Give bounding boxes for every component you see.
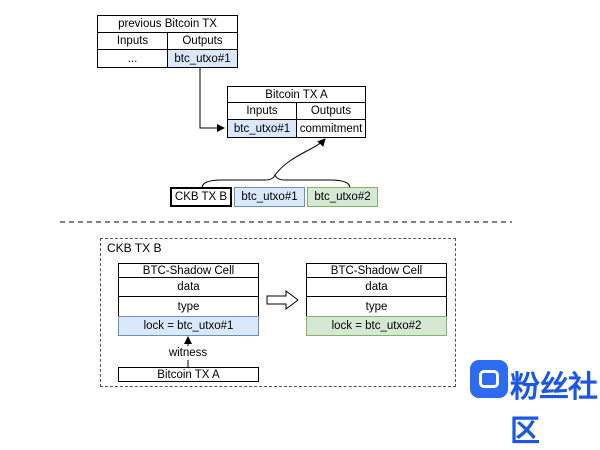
commitment-arrow: [274, 138, 326, 176]
spend-arrow: [199, 67, 225, 132]
bottom-bitcoin-tx-a: Bitcoin TX A: [118, 367, 259, 382]
tx-a-output-commitment: commitment: [296, 119, 366, 138]
ckb-tx-b-label: CKB TX B: [170, 187, 232, 207]
tx-a-input-utxo: btc_utxo#1: [227, 119, 297, 138]
left-shadow-cell-data: data: [118, 277, 259, 297]
transform-arrow: [266, 290, 299, 310]
left-shadow-cell-type: type: [118, 296, 259, 317]
tx-a-inputs-header: Inputs: [227, 102, 297, 120]
witness-label: witness: [166, 346, 210, 360]
tx-a-title: Bitcoin TX A: [227, 86, 366, 103]
watermark-badge: [470, 360, 508, 398]
right-shadow-cell-data: data: [306, 277, 447, 297]
prev-tx-outputs-header: Outputs: [167, 32, 238, 50]
prev-tx-output-utxo: btc_utxo#1: [167, 49, 238, 68]
ckb-row-utxo-1: btc_utxo#1: [234, 187, 305, 207]
ckb-tx-b-container-title: CKB TX B: [107, 241, 162, 255]
ckb-row-utxo-2: btc_utxo#2: [307, 187, 378, 207]
watermark-badge-mark: [479, 370, 499, 388]
left-shadow-cell-lock: lock = btc_utxo#1: [118, 316, 259, 336]
left-shadow-cell-title: BTC-Shadow Cell: [118, 263, 259, 278]
right-shadow-cell-lock: lock = btc_utxo#2: [306, 316, 447, 336]
watermark-text: 粉丝社区: [510, 371, 598, 448]
prev-tx-input-value: ...: [97, 49, 168, 68]
connector-layer: [60, 67, 512, 368]
tx-a-outputs-header: Outputs: [296, 102, 366, 120]
ckb-tx-b-container: [100, 238, 456, 387]
right-shadow-cell-type: type: [306, 296, 447, 317]
prev-tx-title: previous Bitcoin TX: [97, 15, 238, 33]
right-shadow-cell-title: BTC-Shadow Cell: [306, 263, 447, 278]
prev-tx-inputs-header: Inputs: [97, 32, 168, 50]
